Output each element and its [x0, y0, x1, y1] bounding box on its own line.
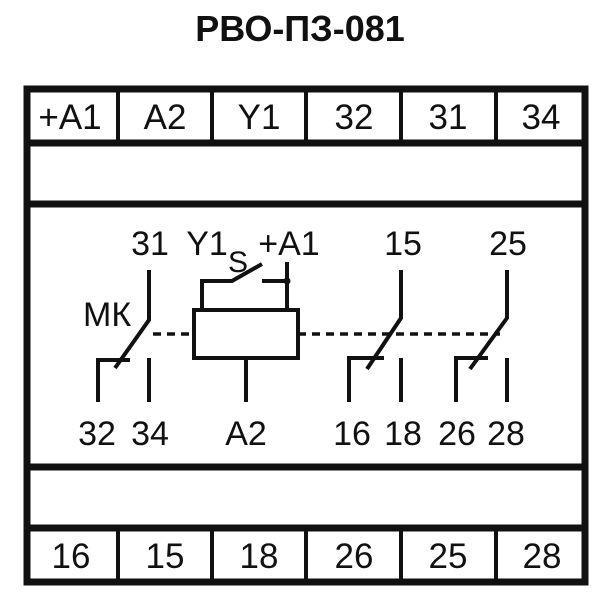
- neutral-label: A2: [225, 415, 267, 453]
- contact-2: 25 26 28: [438, 225, 527, 453]
- top-terminal-separators: [116, 89, 498, 143]
- bottom-terminal-label: 18: [240, 537, 279, 576]
- switch-s-label: S: [228, 246, 248, 279]
- contact-2-nc-label: 26: [438, 415, 476, 453]
- bottom-terminal-label: 15: [146, 537, 185, 576]
- bottom-terminal-label: 28: [523, 537, 562, 576]
- relay-coil: Y1 S +A1 A2: [186, 225, 320, 453]
- contact-1-common-label: 15: [384, 225, 422, 263]
- junction-dot: [283, 277, 291, 285]
- top-terminal-label: 32: [335, 98, 374, 137]
- mk-common-label: 31: [131, 225, 169, 263]
- mk-contact: 31 МК 32 34: [78, 225, 169, 453]
- contact-1-no-label: 18: [384, 415, 422, 453]
- bottom-terminal-separators: [116, 528, 498, 582]
- mk-nc-label: 32: [78, 415, 116, 453]
- control-input-label: Y1: [186, 225, 228, 263]
- contact-1-blade: [365, 270, 403, 371]
- control-switch-blade: [200, 262, 263, 310]
- bottom-terminal-label: 26: [335, 537, 374, 576]
- contact-1: 15 16 18: [333, 225, 422, 453]
- mk-nc-contact: [96, 358, 130, 402]
- contact-1-nc-label: 16: [333, 415, 371, 453]
- bottom-terminals: 16 15 18 26 25 28: [52, 537, 562, 576]
- bottom-terminal-label: 25: [429, 537, 468, 576]
- top-terminal-label: 31: [429, 98, 468, 137]
- mk-switch-blade: [113, 270, 151, 370]
- bottom-terminal-label: 16: [52, 537, 91, 576]
- top-terminals: +A1 A2 Y1 32 31 34: [38, 98, 560, 137]
- mk-label: МК: [83, 296, 131, 334]
- supply-label: +A1: [258, 225, 319, 263]
- contact-2-no-label: 28: [487, 415, 525, 453]
- mk-no-label: 34: [131, 415, 169, 453]
- device-title: РВО-ПЗ-081: [195, 8, 405, 49]
- contact-1-nc: [347, 356, 384, 402]
- contact-2-blade: [468, 270, 509, 371]
- top-terminal-label: A2: [144, 98, 187, 137]
- coil-box: [192, 308, 300, 360]
- top-terminal-label: +A1: [38, 98, 101, 137]
- top-terminal-label: 34: [522, 98, 561, 137]
- contact-2-nc: [454, 356, 488, 402]
- contact-2-common-label: 25: [489, 225, 527, 263]
- top-terminal-label: Y1: [238, 98, 281, 137]
